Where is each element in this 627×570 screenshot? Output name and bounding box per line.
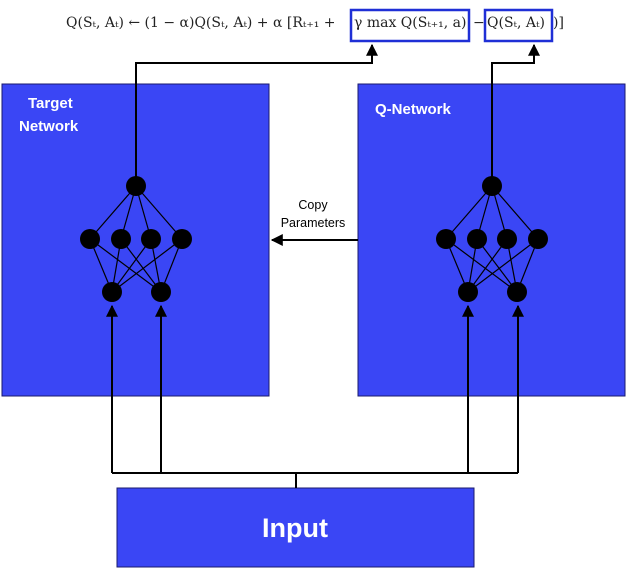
q-network-edge [491, 185, 539, 240]
q-network-edge [467, 238, 539, 293]
target-network-edge [89, 185, 137, 240]
q-network-node [528, 229, 548, 249]
target-network-graph [80, 176, 192, 302]
input-label: Input [262, 513, 328, 543]
target-network-edge [135, 185, 183, 240]
q-network-node [497, 229, 517, 249]
current-term-box [483, 8, 554, 43]
q-network-edge [445, 238, 518, 293]
target-network-edge [89, 238, 162, 293]
copy-label-line1: Copy [298, 198, 328, 212]
q-network-edge [467, 238, 508, 293]
q-output-arrow [491, 43, 540, 186]
target-network-node [80, 229, 100, 249]
target-network-node [126, 176, 146, 196]
target-network-node [151, 282, 171, 302]
target-output-arrow [135, 43, 378, 186]
q-network-graph [436, 176, 548, 302]
q-network-edge [445, 185, 493, 240]
equation-minus: − [473, 15, 485, 31]
equation-close: )] [553, 15, 564, 31]
target-network-edge [120, 238, 162, 293]
target-term-box [349, 8, 471, 43]
equation-left: Q(Sₜ, Aₜ) ← (1 − α)Q(Sₜ, Aₜ) + α [Rₜ₊₁ + [66, 15, 336, 31]
target-network-node [102, 282, 122, 302]
q-network-node [507, 282, 527, 302]
target-network-label-line1: Target [28, 95, 73, 112]
equation-target-term: γ max Q(Sₜ₊₁, a) [354, 15, 466, 31]
q-network-node [436, 229, 456, 249]
q-network-label: Q-Network [375, 101, 452, 118]
target-network-node [111, 229, 131, 249]
q-network-node [482, 176, 502, 196]
input-box [116, 487, 475, 568]
target-network-node [141, 229, 161, 249]
target-network-label-line2: Network [19, 118, 79, 135]
target-network-node [172, 229, 192, 249]
target-network-edge [111, 238, 183, 293]
input-wiring [106, 304, 524, 488]
q-network-edge [476, 238, 518, 293]
copy-label-line2: Parameters [281, 216, 346, 230]
equation-current-term: Q(Sₜ, Aₜ) [487, 15, 545, 31]
q-learning-equation: Q(Sₜ, Aₜ) ← (1 − α)Q(Sₜ, Aₜ) + α [Rₜ₊₁ +… [66, 8, 564, 43]
q-network-node [467, 229, 487, 249]
target-network-edge [111, 238, 152, 293]
q-network-node [458, 282, 478, 302]
